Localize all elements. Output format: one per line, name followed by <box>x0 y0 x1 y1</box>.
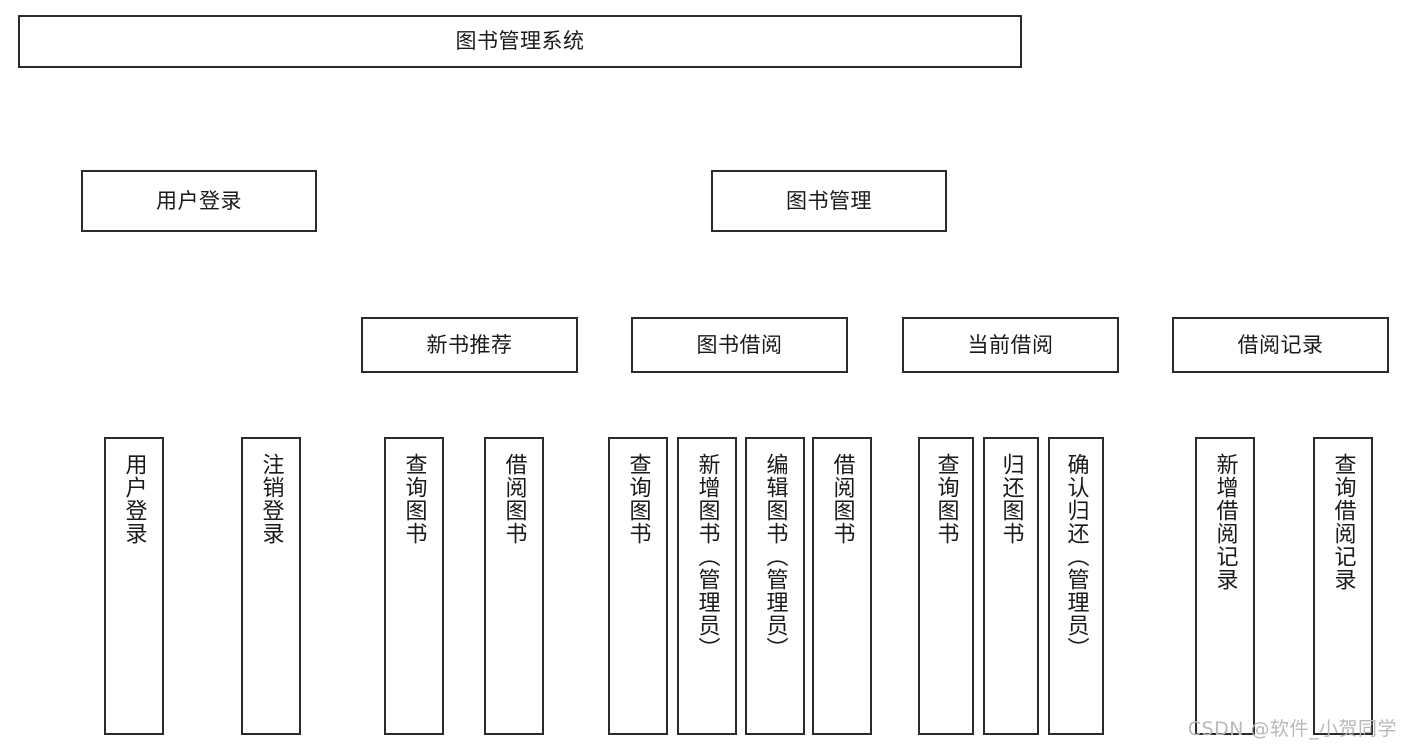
node-label-borrow-record: 借阅记录 <box>1237 332 1324 357</box>
node-label-leaf-borrow-add-book: 新增图书（管理员） <box>694 453 720 660</box>
node-label-leaf-current-confirm-return: 确认归还（管理员） <box>1063 453 1089 660</box>
node-label-leaf-borrow-edit-book: 编辑图书（管理员） <box>762 453 788 660</box>
node-label-leaf-user-logout: 注销登录 <box>258 453 284 545</box>
node-label-book-manage: 图书管理 <box>786 188 872 213</box>
node-label-leaf-record-add: 新增借阅记录 <box>1212 453 1238 591</box>
node-leaf-borrow-query-book[interactable]: 查询图书 <box>608 437 668 735</box>
node-user-login[interactable]: 用户登录 <box>81 170 317 232</box>
node-book-manage[interactable]: 图书管理 <box>711 170 947 232</box>
node-label-leaf-rec-borrow-book: 借阅图书 <box>501 453 527 545</box>
node-root[interactable]: 图书管理系统 <box>18 15 1022 68</box>
node-leaf-user-login[interactable]: 用户登录 <box>104 437 164 735</box>
node-leaf-borrow-edit-book[interactable]: 编辑图书（管理员） <box>745 437 805 735</box>
node-label-book-borrow: 图书借阅 <box>696 332 783 357</box>
node-leaf-current-confirm-return[interactable]: 确认归还（管理员） <box>1048 437 1104 735</box>
node-new-book-rec[interactable]: 新书推荐 <box>361 317 578 373</box>
node-label-leaf-record-query: 查询借阅记录 <box>1330 453 1356 591</box>
node-current-borrow[interactable]: 当前借阅 <box>902 317 1119 373</box>
node-leaf-borrow-add-book[interactable]: 新增图书（管理员） <box>677 437 737 735</box>
node-label-root: 图书管理系统 <box>455 29 585 54</box>
node-label-leaf-current-query-book: 查询图书 <box>933 453 959 545</box>
node-leaf-record-query[interactable]: 查询借阅记录 <box>1313 437 1373 735</box>
node-label-user-login: 用户登录 <box>156 188 242 213</box>
node-leaf-borrow-borrow-book[interactable]: 借阅图书 <box>812 437 872 735</box>
node-label-leaf-user-login: 用户登录 <box>121 453 147 545</box>
node-leaf-rec-query-book[interactable]: 查询图书 <box>384 437 444 735</box>
watermark: CSDN @软件_小贺同学 <box>1187 718 1397 740</box>
node-leaf-record-add[interactable]: 新增借阅记录 <box>1195 437 1255 735</box>
node-leaf-current-query-book[interactable]: 查询图书 <box>918 437 974 735</box>
node-leaf-current-return-book[interactable]: 归还图书 <box>983 437 1039 735</box>
node-label-leaf-borrow-borrow-book: 借阅图书 <box>829 453 855 545</box>
node-label-new-book-rec: 新书推荐 <box>426 332 513 357</box>
node-leaf-user-logout[interactable]: 注销登录 <box>241 437 301 735</box>
node-borrow-record[interactable]: 借阅记录 <box>1172 317 1389 373</box>
node-label-leaf-current-return-book: 归还图书 <box>998 453 1024 545</box>
node-label-current-borrow: 当前借阅 <box>967 332 1054 357</box>
node-book-borrow[interactable]: 图书借阅 <box>631 317 848 373</box>
node-leaf-rec-borrow-book[interactable]: 借阅图书 <box>484 437 544 735</box>
node-label-leaf-borrow-query-book: 查询图书 <box>625 453 651 545</box>
node-label-leaf-rec-query-book: 查询图书 <box>401 453 427 545</box>
